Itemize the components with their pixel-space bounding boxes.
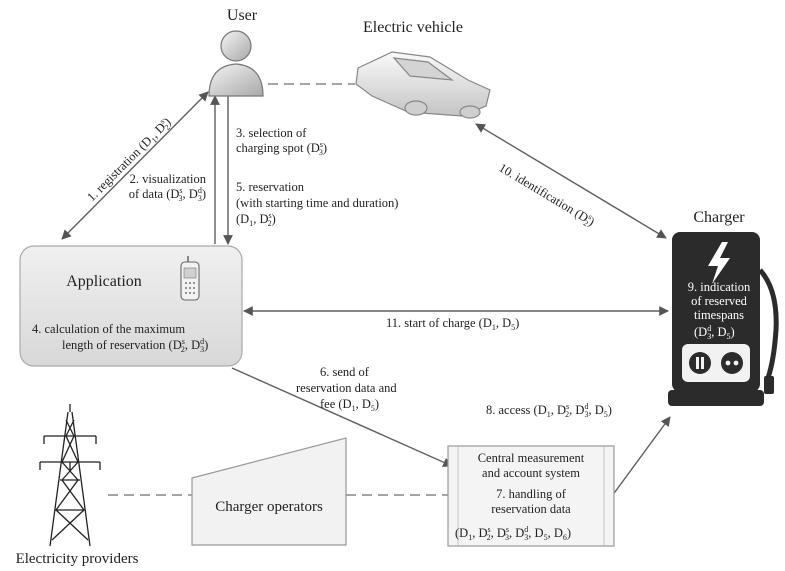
send-reservation-arrow bbox=[231, 367, 453, 467]
step-11-text: 11. start of charge (D bbox=[386, 316, 492, 330]
step-6-line-3: fee (D1, D5) bbox=[320, 397, 379, 413]
electricity-provider-node: Electricity providers bbox=[16, 404, 139, 567]
electricity-providers-label: Electricity providers bbox=[16, 551, 139, 567]
identification-arrow bbox=[475, 123, 667, 239]
step-6-text: fee (D bbox=[320, 397, 352, 411]
charger-indication-line-3: timespans bbox=[694, 308, 744, 322]
step-3-text: charging spot (D bbox=[236, 141, 320, 155]
step-10-label: 10. identification (Ds2) bbox=[495, 160, 597, 231]
phone-icon bbox=[180, 256, 200, 301]
application-calc-line-1: 4. calculation of the maximum bbox=[32, 322, 185, 336]
application-title: Application bbox=[66, 273, 142, 290]
arrows bbox=[61, 91, 671, 497]
tower-icon bbox=[39, 404, 101, 547]
registration-arrow bbox=[61, 91, 209, 240]
access-arrow bbox=[611, 416, 671, 497]
central-system-node: Central measurement and account system 7… bbox=[447, 445, 615, 547]
central-line-4: reservation data bbox=[491, 502, 571, 516]
vehicle-node: Electric vehicle bbox=[355, 19, 491, 119]
charger-operators-node: Charger operators bbox=[191, 437, 347, 546]
step-5-line-2: (with starting time and duration) bbox=[236, 196, 398, 210]
user-icon bbox=[208, 30, 264, 97]
charger-operators-label: Charger operators bbox=[215, 499, 323, 515]
charger-operators-box bbox=[191, 437, 347, 546]
charger-indication-line-2: of reserved bbox=[691, 294, 748, 308]
charger-icon bbox=[668, 232, 779, 406]
step-6-line-2: reservation data and bbox=[296, 381, 397, 395]
socket-icon bbox=[682, 344, 750, 382]
application-node: Application 4. calculation of the maximu… bbox=[19, 245, 243, 367]
lightning-icon bbox=[708, 242, 730, 284]
step-2-text: of data (D bbox=[129, 187, 180, 201]
step-3-line-1: 3. selection of bbox=[236, 126, 307, 140]
charger-indication-line-1: 9. indication bbox=[688, 280, 751, 294]
vehicle-label: Electric vehicle bbox=[363, 19, 463, 36]
charger-title: Charger bbox=[693, 209, 745, 226]
user-label: User bbox=[227, 7, 258, 24]
central-line-1: Central measurement bbox=[478, 451, 585, 465]
step-5-line-1: 5. reservation bbox=[236, 180, 305, 194]
user-node: User bbox=[208, 7, 264, 97]
charger-node: Charger 9. indication of reserved timesp… bbox=[668, 209, 779, 406]
central-line-2: and account system bbox=[482, 466, 580, 480]
step-8-text: 8. access (D bbox=[486, 403, 547, 417]
dashed-links bbox=[108, 83, 448, 496]
step-6-line-1: 6. send of bbox=[320, 365, 370, 379]
step-2-line-1: 2. visualization bbox=[130, 172, 207, 186]
central-line-3: 7. handling of bbox=[496, 487, 567, 501]
application-calc-text: length of reservation (D bbox=[62, 338, 182, 352]
central-system-box bbox=[447, 445, 615, 547]
step-10-text: 10. identification (D bbox=[496, 161, 590, 225]
step-11-label: 11. start of charge (D1, D5) bbox=[386, 316, 519, 332]
car-icon bbox=[355, 51, 491, 119]
